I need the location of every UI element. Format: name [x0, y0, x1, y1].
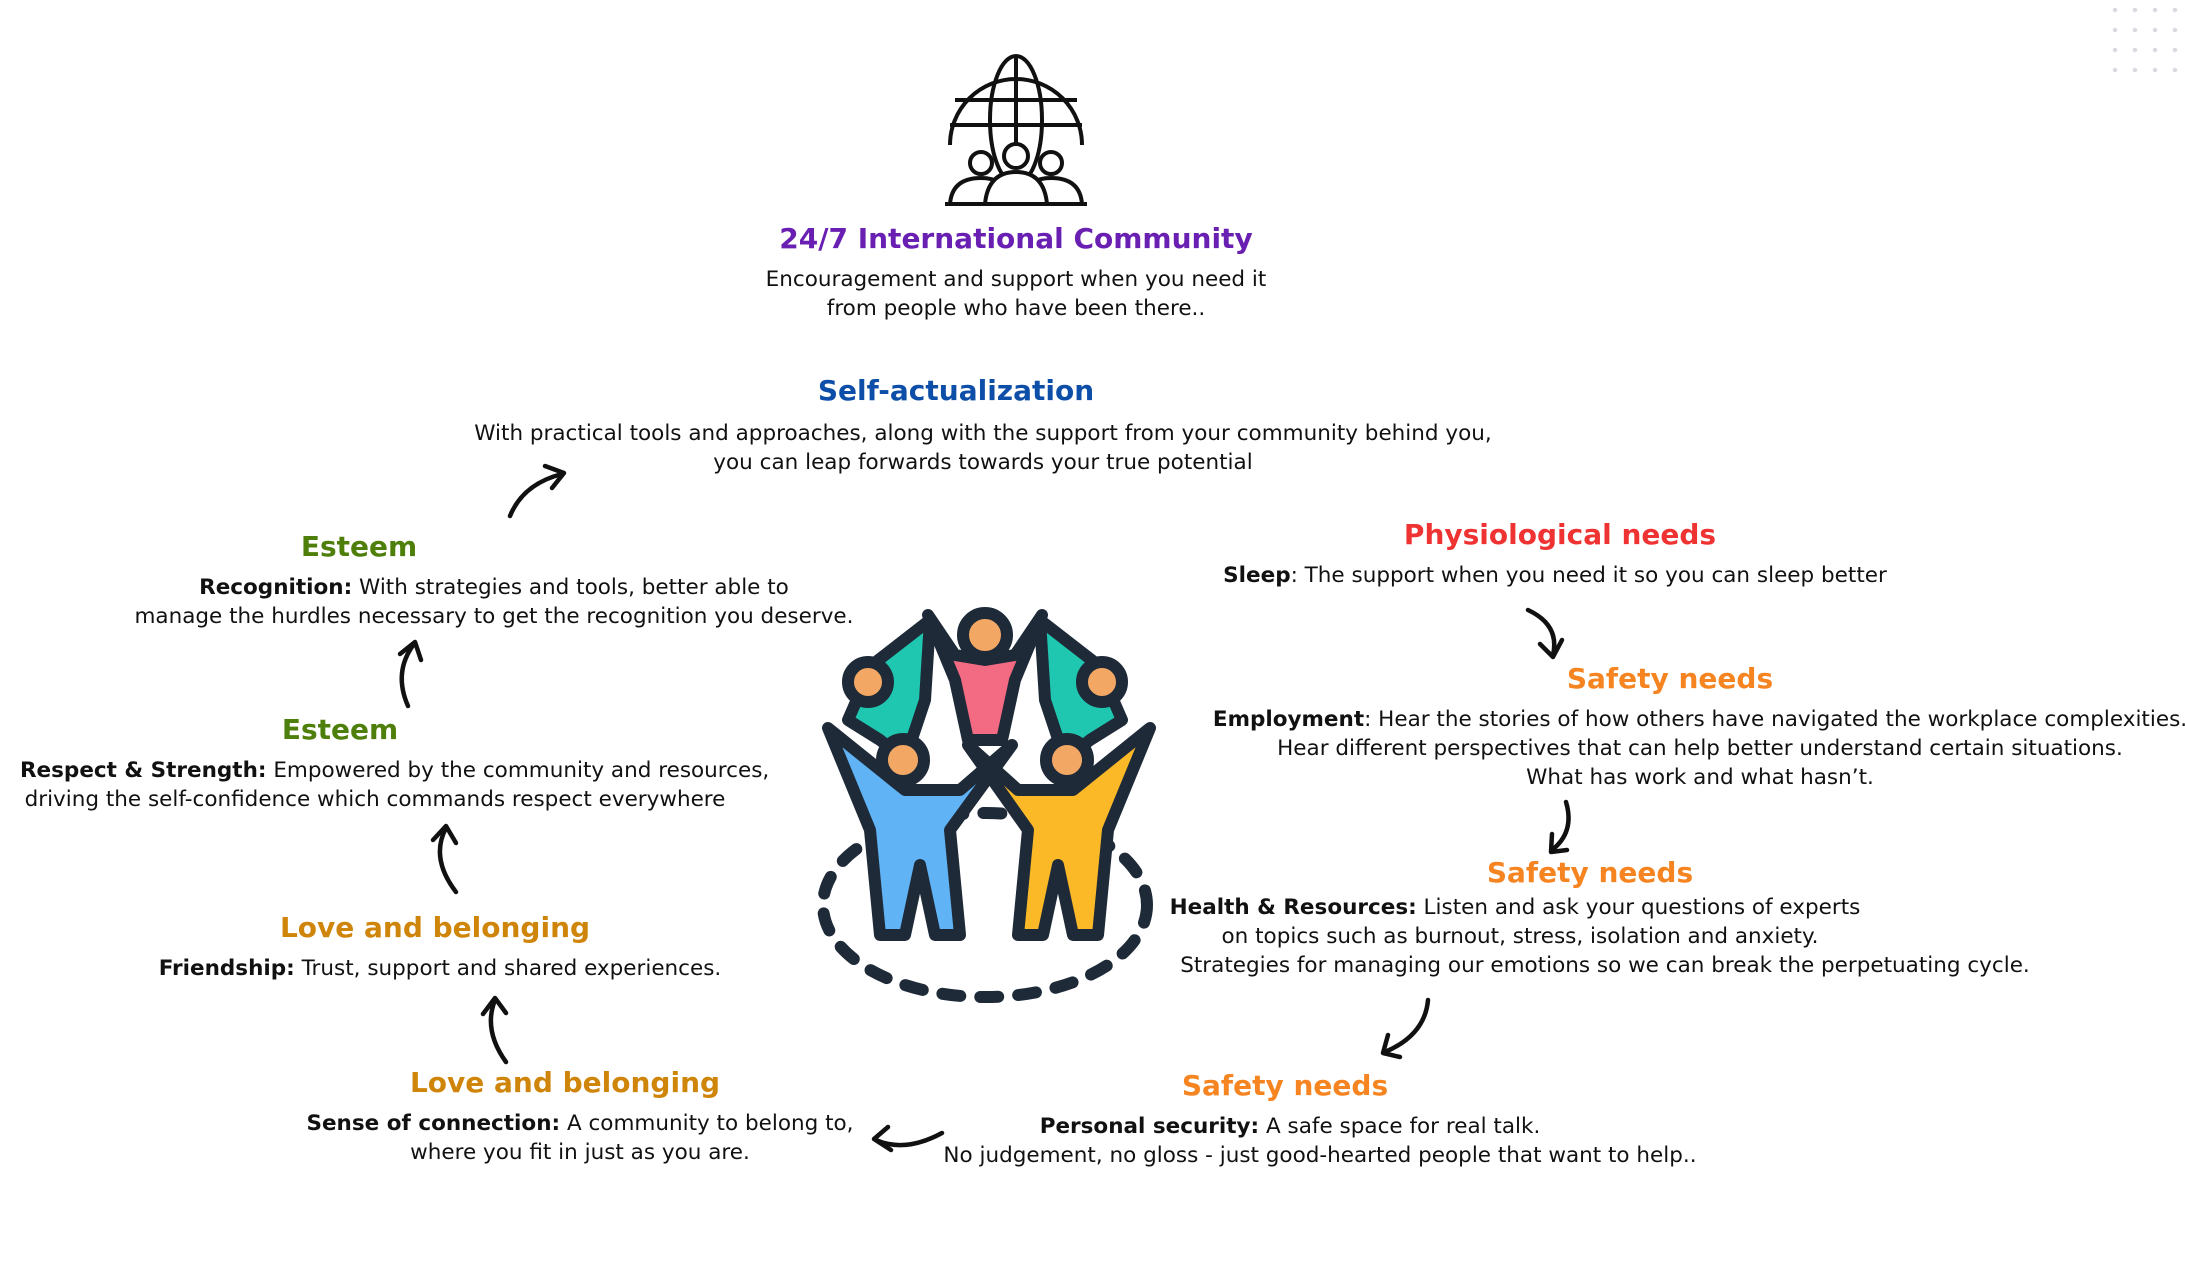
arrow-friendship-to-respect: [430, 823, 459, 895]
esteem-recognition-title: Esteem: [300, 530, 418, 563]
decorative-dots: [2105, 0, 2185, 80]
esteem-recognition-line-2: manage the hurdles necessary to get the …: [134, 604, 854, 629]
love-connection-line-2: where you fit in just as you are.: [410, 1140, 750, 1165]
safety-personal-title: Safety needs: [1181, 1069, 1389, 1102]
self-actualization-line-2: you can leap forwards towards your true …: [713, 450, 1253, 475]
community-line-2: from people who have been there..: [826, 296, 1206, 321]
safety-health-title: Safety needs: [1486, 856, 1694, 889]
esteem-recognition-line-1: Recognition: With strategies and tools, …: [199, 575, 789, 600]
love-friendship-section: Love and belonging Friendship: Trust, su…: [140, 911, 740, 983]
globe-people-icon: [945, 54, 1087, 206]
love-friendship-title: Love and belonging: [279, 911, 591, 944]
love-friendship-line-1: Friendship: Trust, support and shared ex…: [158, 956, 722, 981]
arrow-connection-to-friendship: [480, 995, 509, 1065]
esteem-respect-line-2: driving the self-confidence which comman…: [24, 787, 726, 812]
safety-health-section: Safety needs Health & Resources: Listen …: [1160, 856, 2060, 980]
physiological-label: Sleep: [1223, 563, 1291, 588]
safety-personal-label: Personal security:: [1039, 1114, 1260, 1139]
love-connection-title: Love and belonging: [409, 1066, 721, 1099]
physiological-title: Physiological needs: [1403, 518, 1717, 551]
community-title: 24/7 International Community: [779, 222, 1253, 255]
arrow-employment-to-health: [1548, 799, 1571, 855]
esteem-recognition-label: Recognition:: [199, 575, 353, 600]
safety-employment-label: Employment: [1212, 707, 1365, 732]
safety-health-line-1: Health & Resources: Listen and ask your …: [1169, 895, 1861, 920]
people-celebrating-icon: [817, 607, 1156, 1003]
love-connection-line-1: Sense of connection: A community to belo…: [306, 1111, 854, 1136]
love-friendship-label: Friendship:: [158, 956, 295, 981]
safety-employment-line-1: Employment: Hear the stories of how othe…: [1212, 707, 2185, 732]
flow-arrows: [397, 463, 1571, 1153]
arrow-health-to-personal: [1380, 997, 1431, 1060]
self-actualization-section: Self-actualization With practical tools …: [383, 374, 1583, 477]
love-connection-section: Love and belonging Sense of connection: …: [280, 1066, 880, 1167]
esteem-respect-title: Esteem: [281, 713, 399, 746]
esteem-respect-line-1: Respect & Strength: Empowered by the com…: [20, 758, 770, 783]
community-section: 24/7 International Community Encourageme…: [716, 222, 1316, 323]
safety-employment-line-2: Hear different perspectives that can hel…: [1277, 736, 2123, 761]
physiological-section: Physiological needs Sleep: The support w…: [1205, 518, 1905, 590]
self-actualization-title: Self-actualization: [817, 374, 1095, 407]
safety-employment-title: Safety needs: [1566, 662, 1774, 695]
safety-personal-line-1: Personal security: A safe space for real…: [1039, 1114, 1541, 1139]
love-connection-label: Sense of connection:: [306, 1111, 561, 1136]
safety-personal-line-2: No judgement, no gloss - just good-heart…: [943, 1143, 1697, 1168]
self-actualization-line-1: With practical tools and approaches, alo…: [474, 421, 1492, 446]
community-line-1: Encouragement and support when you need …: [765, 267, 1267, 292]
safety-health-line-2: on topics such as burnout, stress, isola…: [1221, 924, 1819, 949]
safety-health-label: Health & Resources:: [1169, 895, 1417, 920]
arrow-personal-to-connection: [871, 1124, 945, 1153]
esteem-recognition-section: Esteem Recognition: With strategies and …: [134, 530, 854, 631]
arrow-physiological-to-employment: [1525, 607, 1565, 660]
esteem-respect-label: Respect & Strength:: [20, 758, 267, 783]
physiological-line-1: Sleep: The support when you need it so y…: [1223, 563, 1887, 588]
safety-employment-line-3: What has work and what hasn’t.: [1526, 765, 1874, 790]
arrow-respect-to-recognition: [397, 639, 424, 709]
safety-personal-section: Safety needs Personal security: A safe s…: [870, 1069, 1770, 1170]
safety-employment-section: Safety needs Employment: Hear the storie…: [1200, 662, 2185, 792]
esteem-respect-section: Esteem Respect & Strength: Empowered by …: [20, 713, 770, 814]
arrow-recognition-to-selfactualization: [507, 463, 567, 519]
safety-health-line-3: Strategies for managing our emotions so …: [1180, 953, 2030, 978]
